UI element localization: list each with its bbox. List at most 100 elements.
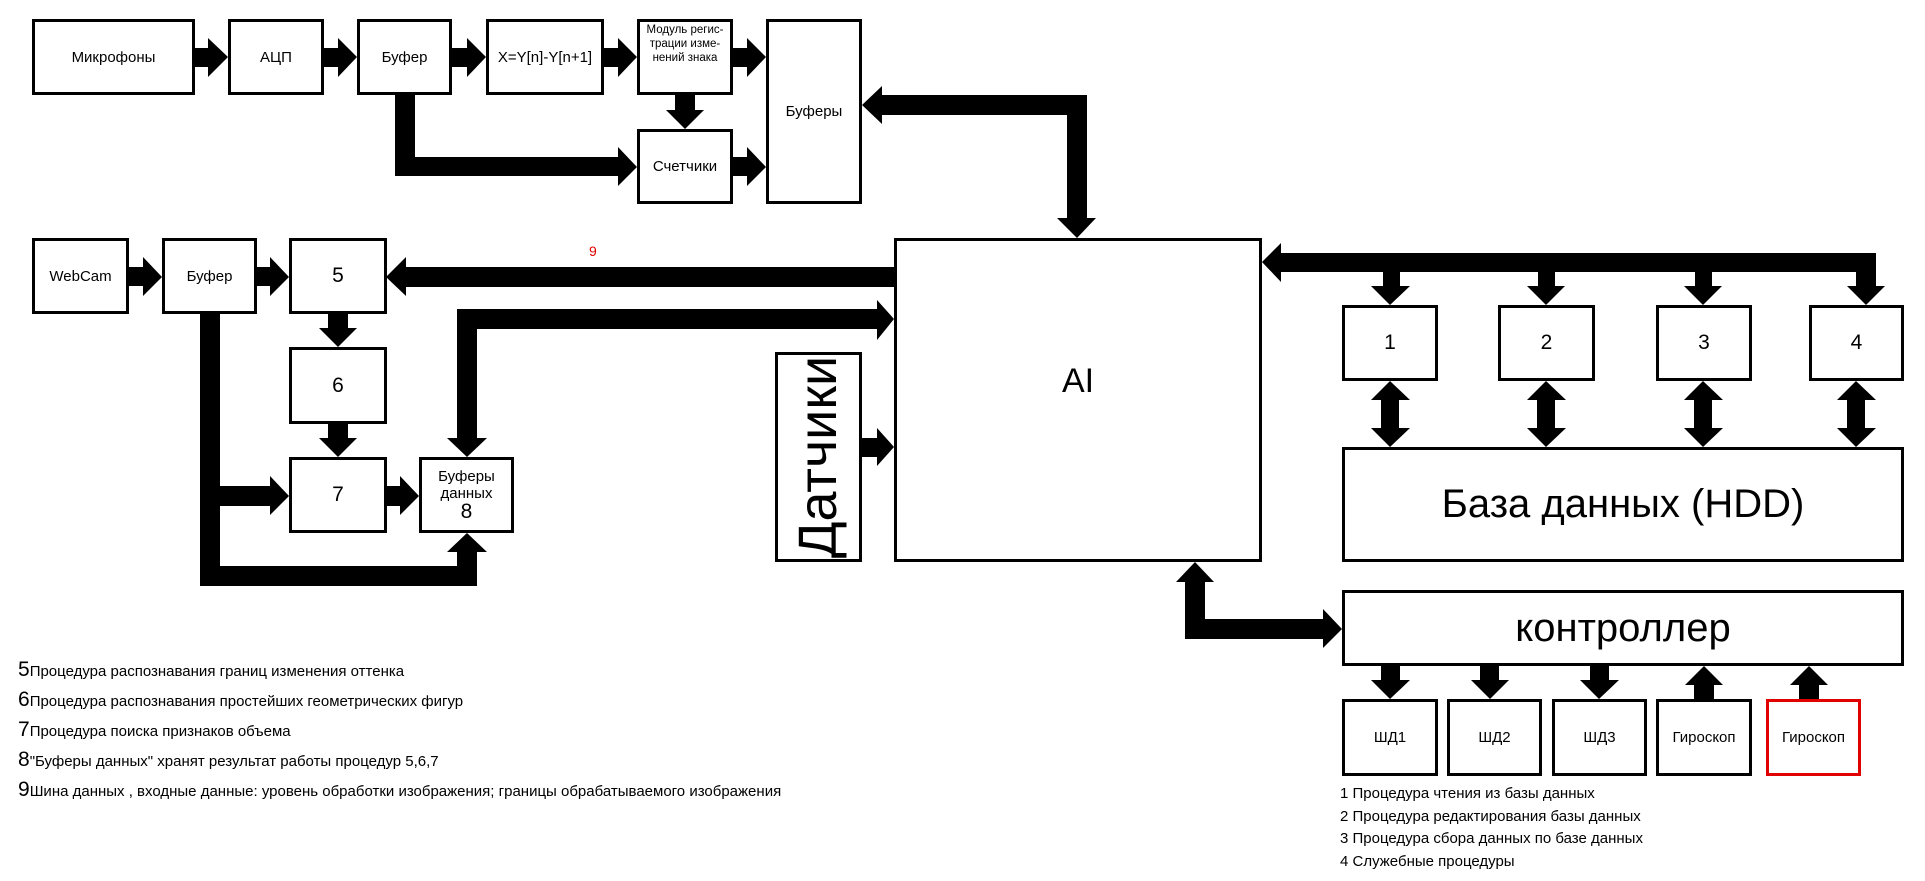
- stepper-motor-1-box: ШД1: [1342, 699, 1438, 776]
- arrow-ctrl-to-shd1: [1371, 666, 1410, 699]
- device-label: ШД1: [1373, 729, 1407, 746]
- arrow-5-to-6: [319, 314, 357, 347]
- ai-box: AI: [894, 238, 1262, 562]
- database-label: База данных (HDD): [1441, 482, 1805, 526]
- counters-box: Счетчики: [637, 129, 733, 204]
- arrow-ai-buffers-bus: [862, 86, 1096, 238]
- procedure-5-box: 5: [289, 238, 387, 314]
- bus-9-label: 9: [589, 243, 597, 259]
- arrow-proc2-db: [1527, 381, 1566, 447]
- arrow-diff-to-sign: [604, 38, 637, 77]
- video-buffer-label: Буфер: [186, 267, 233, 285]
- arrow-bus-to-proc2: [1527, 272, 1565, 305]
- legend-text: "Буферы данных" хранят результат работы …: [29, 753, 439, 770]
- arrow-7-to-8: [387, 476, 419, 515]
- data-buffers-number: 8: [460, 500, 473, 523]
- stepper-motor-3-box: ШД3: [1552, 699, 1647, 776]
- arrow-proc3-db: [1684, 381, 1723, 447]
- procedure-7-box: 7: [289, 457, 387, 533]
- device-label: ШД2: [1478, 729, 1511, 746]
- arrow-proc1-db: [1371, 381, 1410, 447]
- procedure-6-box: 6: [289, 347, 387, 424]
- arrow-ai-procedures-bus: [1262, 243, 1885, 305]
- data-buffers-box: Буферы данных 8: [419, 457, 514, 533]
- sign-module-line: Модуль регис-: [646, 24, 724, 36]
- arrow-sign-to-counters: [666, 95, 704, 129]
- db-procedure-label: 4: [1850, 331, 1863, 354]
- arrow-mic-to-adc: [195, 38, 228, 77]
- gyroscope-2-box-highlighted: Гироскоп: [1766, 699, 1861, 776]
- difference-label: X=Y[n]-Y[n+1]: [497, 48, 593, 66]
- difference-box: X=Y[n]-Y[n+1]: [486, 19, 604, 95]
- arrow-gyro2-to-ctrl: [1790, 666, 1828, 699]
- arrow-proc4-db: [1837, 381, 1876, 447]
- db-procedure-label: 1: [1384, 331, 1396, 354]
- arrow-counters-to-buffers: [733, 147, 766, 186]
- buffers-label: Буферы: [785, 103, 843, 120]
- db-procedure-label: 3: [1698, 331, 1710, 354]
- legend-item: 3 Процедура сбора данных по базе данных: [1340, 830, 1643, 847]
- controller-box: контроллер: [1342, 590, 1904, 666]
- legend-text: Шина данных , входные данные: уровень об…: [29, 783, 782, 800]
- legend-number: 6: [18, 688, 30, 711]
- database-box: База данных (HDD): [1342, 447, 1904, 562]
- legend-text: Процедура распознавания простейших геоме…: [29, 693, 464, 710]
- data-buffers-line: данных: [440, 485, 493, 502]
- microphones-label: Микрофоны: [71, 48, 156, 66]
- device-label: Гироскоп: [1781, 729, 1846, 746]
- db-procedure-3-box: 3: [1656, 305, 1752, 381]
- legend-item: 8"Буферы данных" хранят результат работы…: [18, 746, 781, 776]
- legend-item: 6Процедура распознавания простейших геом…: [18, 686, 781, 716]
- legend-number: 9: [18, 778, 30, 801]
- arrow-bus-9-ai-to-5: [386, 257, 894, 296]
- sign-module-line: трации изме-: [649, 38, 721, 50]
- legend-item: 5Процедура распознавания границ изменени…: [18, 656, 781, 686]
- arrow-bus-to-proc1: [1371, 272, 1410, 305]
- arrow-buffer-to-diff: [452, 38, 486, 77]
- procedure-5-label: 5: [332, 264, 344, 287]
- db-procedure-1-box: 1: [1342, 305, 1438, 381]
- legend-right: 1 Процедура чтения из базы данных 2 Проц…: [1340, 783, 1643, 873]
- db-procedure-2-box: 2: [1498, 305, 1595, 381]
- webcam-box: WebCam: [32, 238, 129, 314]
- sign-change-module-box: Модуль регис- трации изме- нений знака: [637, 19, 733, 95]
- device-label: ШД3: [1583, 729, 1616, 746]
- arrow-ctrl-to-shd3: [1580, 666, 1619, 699]
- audio-buffer-label: Буфер: [381, 48, 428, 66]
- data-buffers-line: Буферы: [438, 468, 495, 485]
- arrow-ctrl-to-shd2: [1471, 666, 1509, 699]
- arrow-sensors-to-ai: [862, 428, 894, 466]
- arrow-buffer-to-7: [200, 314, 487, 586]
- stepper-motor-2-box: ШД2: [1447, 699, 1542, 776]
- adc-label: АЦП: [260, 48, 292, 66]
- buffers-box: Буферы: [766, 19, 862, 204]
- arrow-buffer-to-counters: [395, 95, 637, 186]
- legend-number: 8: [18, 748, 30, 771]
- legend-number: 5: [18, 658, 30, 681]
- legend-item: 4 Служебные процедуры: [1340, 852, 1515, 870]
- arrow-buffer-to-5: [257, 257, 289, 296]
- adc-box: АЦП: [228, 19, 324, 95]
- arrow-gyro1-to-ctrl: [1685, 666, 1723, 699]
- arrow-bus-to-proc3: [1684, 272, 1722, 305]
- arrow-sign-to-buffers: [733, 38, 766, 77]
- microphones-box: Микрофоны: [32, 19, 195, 95]
- procedure-6-label: 6: [332, 373, 344, 397]
- controller-label: контроллер: [1515, 605, 1731, 650]
- arrow-adc-to-buffer: [324, 38, 357, 77]
- device-label: Гироскоп: [1672, 729, 1736, 746]
- db-procedure-label: 2: [1540, 331, 1553, 354]
- video-buffer-box: Буфер: [162, 238, 257, 314]
- arrow-webcam-to-buffer: [129, 257, 162, 296]
- legend-number: 7: [18, 718, 30, 741]
- sensors-box: Датчики: [775, 352, 862, 562]
- arrow-ai-controller: [1176, 562, 1342, 648]
- legend-item: 2 Процедура редактирования базы данных: [1340, 807, 1641, 825]
- legend-item: 1 Процедура чтения из базы данных: [1340, 785, 1595, 802]
- gyroscope-1-box: Гироскоп: [1656, 699, 1752, 776]
- arrow-ai-to-8: [447, 300, 894, 457]
- legend-item: 9Шина данных , входные данные: уровень о…: [18, 776, 781, 806]
- procedure-7-label: 7: [332, 483, 344, 506]
- ai-label: AI: [1061, 361, 1095, 400]
